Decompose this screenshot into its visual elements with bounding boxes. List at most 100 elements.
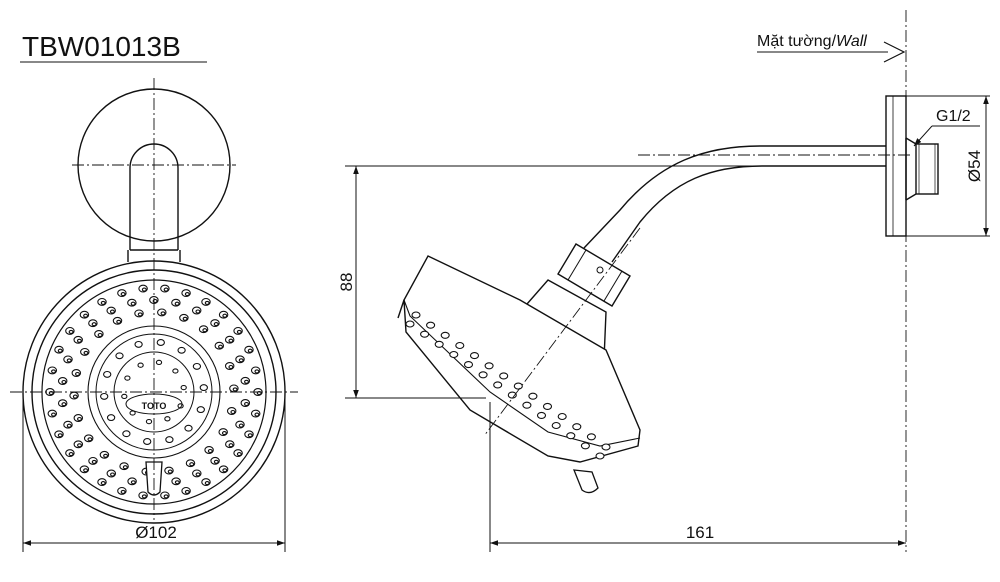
nozzle-tip <box>120 292 126 297</box>
nozzle <box>224 335 235 344</box>
nozzle-tip <box>244 379 249 384</box>
side-nozzle <box>513 382 523 390</box>
side-nozzle <box>499 372 509 380</box>
nozzle <box>185 459 196 468</box>
nozzle-tip <box>247 348 253 353</box>
side-nozzle <box>426 321 436 329</box>
side-nozzle <box>536 411 547 419</box>
side-nozzle <box>449 350 459 359</box>
nozzle-tip <box>222 313 228 318</box>
nozzle <box>112 316 123 325</box>
side-nozzle <box>493 381 503 389</box>
nozzle-tip <box>61 379 67 385</box>
nozzle <box>106 469 117 478</box>
nozzle-tip <box>195 309 201 314</box>
wall-label-group: Mặt tường/Wall <box>757 33 906 63</box>
nozzle-tip <box>238 423 244 428</box>
nozzle <box>201 478 211 487</box>
side-nozzle <box>434 340 444 348</box>
nozzle-tip <box>122 465 128 470</box>
nozzle <box>137 362 144 368</box>
nozzle-tip <box>48 390 54 396</box>
nozzle-tip <box>213 459 219 464</box>
nozzle <box>191 306 202 315</box>
nozzle <box>235 355 245 364</box>
front-nozzle-pattern <box>45 284 263 500</box>
side-nozzle <box>528 392 538 400</box>
nozzle <box>57 399 68 408</box>
nozzle <box>224 362 235 370</box>
nozzle-tip <box>87 437 93 442</box>
side-nozzle <box>469 352 480 360</box>
nozzle-tip <box>256 390 262 396</box>
nozzle <box>138 284 148 293</box>
side-nozzle <box>411 311 421 319</box>
nozzle-tip <box>204 300 210 305</box>
nozzle <box>171 477 181 486</box>
nozzle <box>122 430 131 438</box>
nozzle-tip <box>202 328 208 333</box>
nozzle <box>160 284 170 293</box>
dim-flange-diameter <box>906 95 990 237</box>
nozzle <box>138 491 148 500</box>
side-head-axis <box>483 227 641 437</box>
side-nozzle <box>542 402 553 410</box>
nozzle <box>226 407 237 415</box>
nozzle-tip <box>130 301 136 306</box>
nozzle <box>88 456 98 465</box>
dim-projection-label: 161 <box>686 523 714 542</box>
nozzle <box>177 346 186 354</box>
side-nozzle <box>463 361 474 369</box>
nozzle-tip <box>76 338 82 343</box>
nozzle-tip <box>163 287 169 292</box>
nozzle-tip <box>97 332 103 338</box>
nozzle-tip <box>83 350 89 355</box>
nozzle-tip <box>247 433 253 438</box>
nozzle-tip <box>141 494 147 499</box>
nozzle-tip <box>207 448 213 454</box>
nozzle <box>192 362 202 370</box>
nozzle <box>121 393 128 400</box>
nozzle-tip <box>174 480 180 485</box>
dim-flange-diameter-label: Ø54 <box>965 150 984 182</box>
side-nozzle <box>522 401 532 409</box>
nozzle-tip <box>137 312 143 317</box>
nozzle-tip <box>184 489 190 494</box>
nozzle-tip <box>100 300 106 305</box>
nozzle-tip <box>244 401 249 407</box>
nozzle-tip <box>228 364 234 370</box>
side-nozzle <box>405 320 415 328</box>
wall-arrow-icon <box>883 41 906 63</box>
nozzle-tip <box>238 358 244 363</box>
nozzle <box>244 345 254 354</box>
nozzle-tip <box>254 412 260 417</box>
nozzle <box>145 418 153 425</box>
nozzle <box>184 424 193 432</box>
nozzle <box>198 325 209 334</box>
side-nozzle <box>507 391 517 399</box>
nozzle-tip <box>228 338 234 343</box>
nozzle <box>127 298 137 307</box>
nozzle <box>129 410 136 416</box>
nozzle-tip <box>100 481 106 486</box>
nozzle <box>94 330 104 338</box>
dim-head-diameter <box>22 392 286 552</box>
nozzle <box>115 352 124 360</box>
nozzle-tip <box>110 472 115 477</box>
nozzle <box>54 345 64 354</box>
nozzle <box>73 335 83 344</box>
side-nozzle <box>455 341 465 350</box>
nozzle <box>83 434 94 443</box>
wall-label: Mặt tường/Wall <box>757 33 867 50</box>
nozzle <box>235 420 245 429</box>
nozzle <box>171 298 181 307</box>
side-nozzle <box>440 331 450 339</box>
nozzle <box>73 440 84 449</box>
nozzle-tip <box>75 371 80 377</box>
nozzle-tip <box>51 369 56 374</box>
nozzle <box>181 289 191 298</box>
nozzle <box>47 409 58 418</box>
side-nozzle <box>420 330 430 338</box>
side-nozzle <box>601 443 611 451</box>
side-head <box>397 255 641 463</box>
